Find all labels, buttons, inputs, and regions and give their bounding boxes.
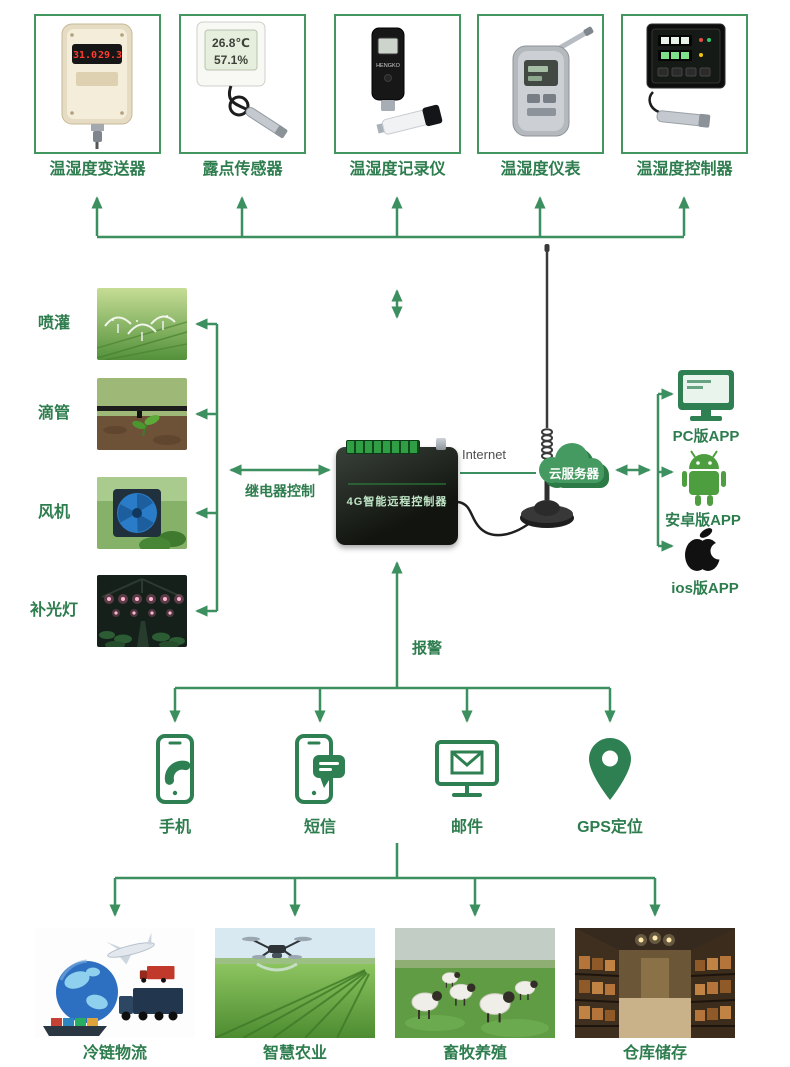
- internet-label: Internet: [461, 447, 507, 462]
- alert-label-phone: 手机: [158, 819, 191, 836]
- product-photo-data-logger: HENGKO: [334, 14, 461, 154]
- cloud-server-label: 云服务器: [549, 466, 600, 481]
- product-photo-controller: [621, 14, 748, 154]
- terminal-block: [346, 440, 420, 454]
- photo-sprinkler-irrigation: [97, 288, 187, 360]
- product-label-data-logger: 温湿度记录仪: [349, 161, 446, 178]
- dewpoint-sensor-image: 26.8℃ 57.1%: [196, 21, 288, 139]
- product-label-controller: 温湿度控制器: [636, 161, 733, 178]
- transmitter-reading-1: 31.0: [73, 50, 97, 61]
- apple-icon: [682, 524, 726, 576]
- sms-icon: [280, 730, 360, 810]
- photo-drip-irrigation: [97, 378, 187, 450]
- product-photo-transmitter: 31.0 29.3: [34, 14, 161, 154]
- photo-cold-chain-logistics: [35, 928, 195, 1038]
- phone-call-icon: [135, 730, 215, 810]
- 4g-remote-controller: 4G智能远程控制器: [336, 438, 458, 545]
- alert-label-email: 邮件: [450, 819, 483, 836]
- product-label-transmitter: 温湿度变送器: [49, 161, 146, 178]
- data-logger-image: HENGKO: [371, 27, 443, 135]
- left-label-fan: 风机: [37, 504, 70, 521]
- app-label-ios: ios版APP: [671, 580, 739, 597]
- photo-grow-lights: [97, 575, 187, 647]
- gps-pin-icon: [570, 730, 650, 810]
- handheld-meter-image: [512, 26, 594, 137]
- left-label-sprinkler: 喷灌: [37, 315, 70, 332]
- product-photo-dewpoint-sensor: 26.8℃ 57.1%: [179, 14, 306, 154]
- controller-image: [646, 23, 726, 128]
- product-photo-handheld-meter: [477, 14, 604, 154]
- application-label-agriculture: 智慧农业: [262, 1045, 327, 1062]
- transmitter-reading-2: 29.3: [98, 50, 122, 61]
- product-label-meter: 温湿度仪表: [500, 161, 581, 178]
- photo-livestock-farming: [395, 928, 555, 1038]
- left-label-grow-light: 补光灯: [29, 602, 78, 619]
- alert-label-sms: 短信: [303, 819, 336, 836]
- photo-smart-agriculture: [215, 928, 375, 1038]
- logger-brand-text: HENGKO: [376, 63, 401, 69]
- photo-ventilation-fan: [97, 477, 187, 549]
- email-icon: [427, 730, 507, 810]
- pc-monitor-icon: [676, 368, 736, 424]
- device-label: 4G智能远程控制器: [346, 496, 448, 508]
- android-icon: [680, 450, 728, 508]
- photo-warehouse-storage: [575, 928, 735, 1038]
- application-label-cold-chain: 冷链物流: [82, 1045, 147, 1062]
- dewpoint-temp-reading: 26.8℃: [212, 36, 250, 50]
- relay-control-label: 继电器控制: [245, 483, 315, 499]
- application-label-warehouse: 仓库储存: [622, 1045, 687, 1062]
- cloud-server: 云服务器: [539, 443, 609, 488]
- alert-label-gps: GPS定位: [577, 819, 643, 836]
- left-label-drip: 滴管: [37, 405, 70, 422]
- dewpoint-rh-reading: 57.1%: [214, 53, 248, 67]
- antenna-port: [436, 438, 446, 450]
- app-label-pc: PC版APP: [672, 428, 740, 445]
- transmitter-image: 31.0 29.3: [61, 23, 133, 149]
- product-label-dewpoint-sensor: 露点传感器: [202, 161, 283, 178]
- alarm-label: 报警: [412, 640, 443, 657]
- application-label-livestock: 畜牧养殖: [442, 1045, 507, 1062]
- app-label-android: 安卓版APP: [665, 512, 741, 529]
